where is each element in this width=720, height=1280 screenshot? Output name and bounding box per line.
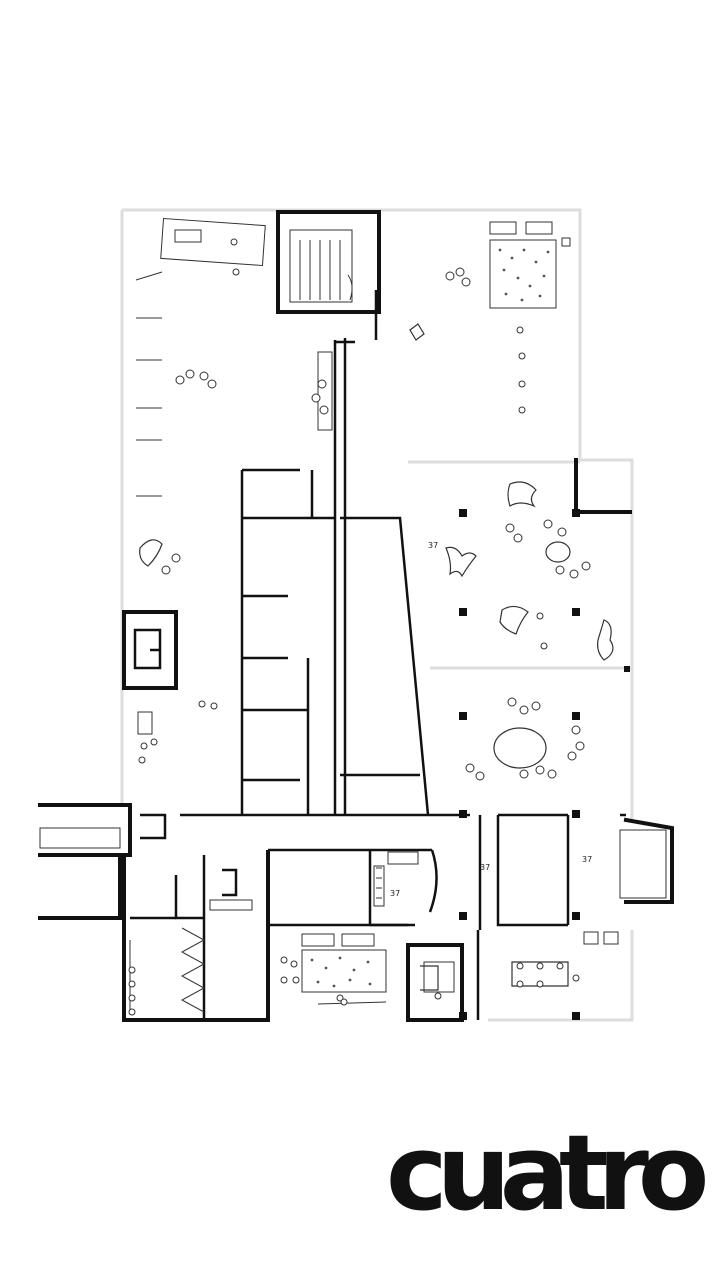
building-outline: [120, 208, 634, 1022]
cuatro-logo: cuatro: [386, 1112, 709, 1234]
room-number: 37: [390, 889, 400, 898]
columns: [459, 509, 630, 1020]
room-number: 37: [480, 863, 490, 872]
chair-clusters: [128, 238, 591, 1016]
heavy-walls: [38, 210, 674, 1022]
carpet-pattern: [310, 248, 550, 988]
furniture: [139, 323, 614, 991]
interior-walls: [130, 290, 626, 1020]
room-number: 37: [582, 855, 592, 864]
fixtures: [39, 217, 667, 1015]
room-number: 37: [428, 541, 438, 550]
bench-rows: [135, 271, 387, 1005]
room-numbers: 37 37 37 37: [390, 541, 592, 898]
